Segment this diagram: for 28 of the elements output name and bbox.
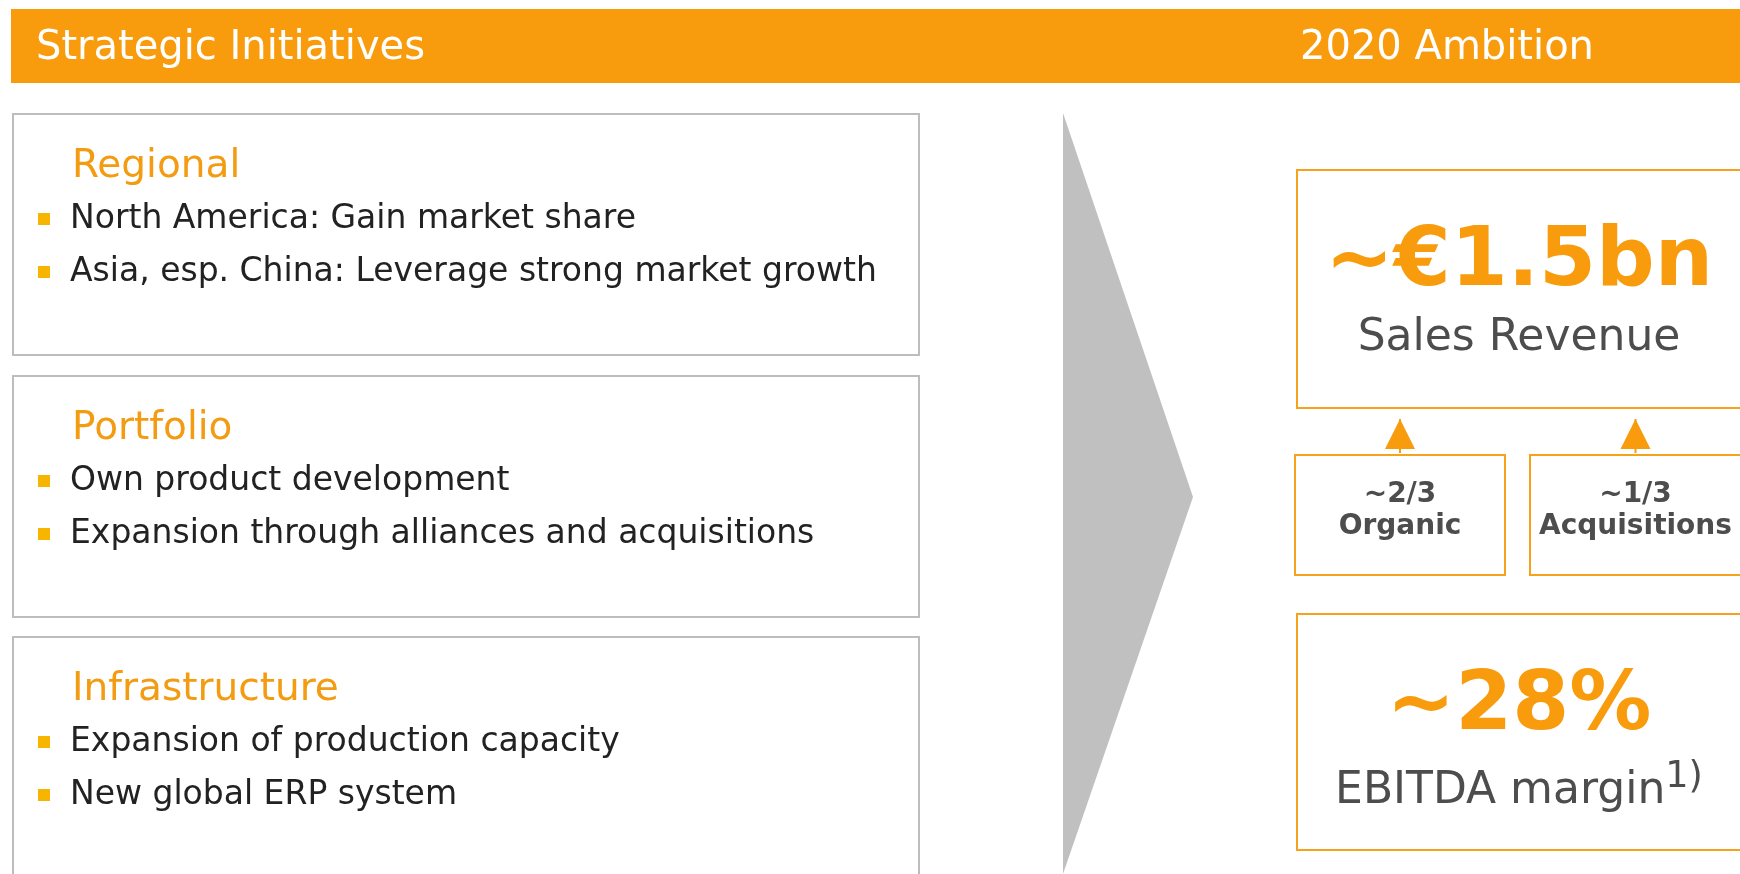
split-box bbox=[1529, 454, 1740, 576]
arrow bbox=[1620, 418, 1651, 454]
bullet-text: New global ERP system bbox=[70, 773, 458, 812]
bullet-text: Expansion through alliances and acquisitions bbox=[70, 512, 815, 551]
title: Strategic Initiatives bbox=[36, 22, 426, 68]
metric-box bbox=[1296, 169, 1740, 409]
section-heading: Portfolio bbox=[72, 403, 233, 448]
metric-label: EBITDA margin$^{1)}$ bbox=[1334, 753, 1704, 813]
section-heading: Regional bbox=[72, 141, 241, 186]
metric-label: Sales Revenue bbox=[1356, 309, 1682, 360]
initiative-box bbox=[12, 113, 920, 356]
arrow bbox=[1385, 418, 1415, 454]
metric-value: ~€1.5bn bbox=[1323, 209, 1715, 304]
metric-value: ~28% bbox=[1385, 653, 1653, 748]
bullet-text: Asia, esp. China: Leverage strong market growth bbox=[70, 250, 877, 289]
split-box bbox=[1294, 454, 1506, 576]
bullet-text: Own product development bbox=[70, 459, 510, 498]
share-label: Acquisitions bbox=[1538, 508, 1733, 541]
metric-box bbox=[1296, 613, 1740, 851]
bullet-text: North America: Gain market share bbox=[70, 197, 636, 236]
share-value: ~1/3 bbox=[1598, 476, 1673, 509]
bullet-text: Expansion of production capacity bbox=[70, 720, 620, 759]
section-heading: 2020 Ambition bbox=[1300, 22, 1594, 68]
section-heading: Infrastructure bbox=[72, 664, 339, 709]
share-label: Organic bbox=[1337, 508, 1463, 541]
initiative-box bbox=[12, 375, 920, 618]
share-value: ~2/3 bbox=[1362, 476, 1438, 509]
initiative-box bbox=[12, 636, 920, 874]
